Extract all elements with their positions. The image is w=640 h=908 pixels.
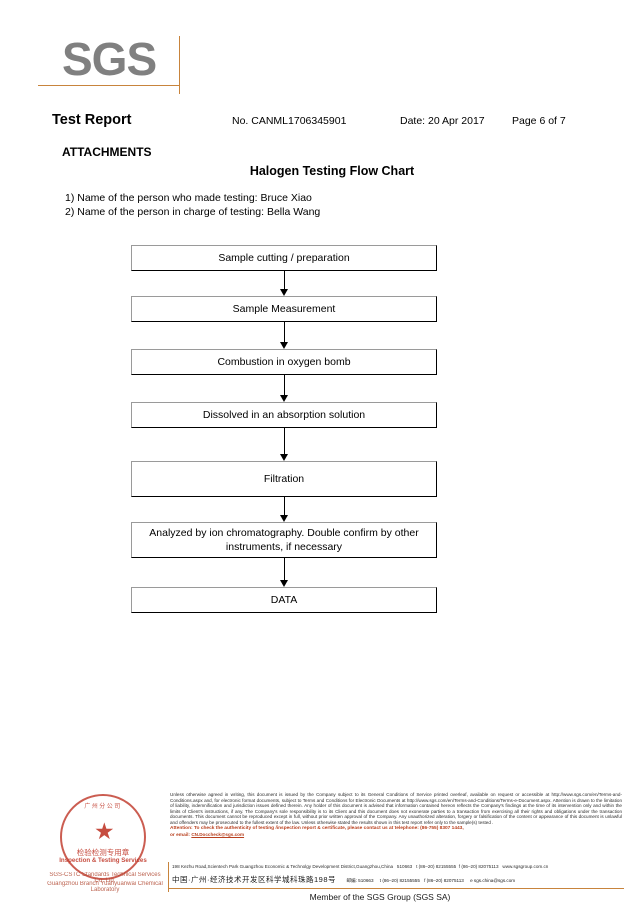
report-date: Date: 20 Apr 2017 <box>400 115 485 127</box>
stamp-circle-icon <box>60 794 146 880</box>
flow-node-label: Combustion in oxygen bomb <box>217 356 351 368</box>
address-english: 198 Kezhu Road,Scientech Park Guangzhou … <box>172 864 394 869</box>
flow-chart-notes: 1) Name of the person who made testing: … <box>65 191 320 219</box>
fax-chinese: f (86–20) 82075113 <box>424 878 464 883</box>
arrow-down-icon <box>279 322 289 349</box>
website-link[interactable]: www.sgsgroup.com.cn <box>502 864 549 869</box>
flow-connector-3 <box>131 375 437 402</box>
flow-connector-1 <box>131 271 437 296</box>
flow-connector-2 <box>131 322 437 349</box>
postcode-chinese: 邮编: 510663 <box>346 878 374 883</box>
address-english-row: 198 Kezhu Road,Scientech Park Guangzhou … <box>172 864 624 869</box>
address-chinese-row: 中国·广州·经济技术开发区科学城科珠路198号 邮编: 510663 t (86… <box>172 874 624 885</box>
flow-node-label: Sample Measurement <box>232 303 336 315</box>
postcode-english: 510663 <box>396 864 413 869</box>
arrow-down-icon <box>279 558 289 587</box>
flow-connector-6 <box>131 558 437 587</box>
email-chinese-link[interactable]: e sgs.china@sgs.com <box>470 878 516 883</box>
stamp-arc-text: 广州分公司 <box>84 804 122 810</box>
note-line-1: 1) Name of the person who made testing: … <box>65 192 312 204</box>
star-icon: ★ <box>94 818 115 844</box>
doccheck-email-link[interactable]: CN.Doccheck@sgs.com <box>191 831 245 837</box>
arrow-down-icon <box>279 428 289 461</box>
legal-disclaimer: Unless otherwise agreed in writing, this… <box>170 792 622 838</box>
stamp-branch-line: Guangzhou Branch Yuanyuanwai Chemical La… <box>47 881 163 893</box>
flow-node-label: Dissolved in an absorption solution <box>202 409 366 421</box>
report-number: No. CANML1706345901 <box>232 115 347 127</box>
arrow-down-icon <box>279 271 289 296</box>
telephone-english: t (86–20) 82155555 <box>416 864 457 869</box>
section-heading-attachments: ATTACHMENTS <box>62 145 152 159</box>
arrow-down-icon <box>279 375 289 402</box>
logo-accent-vertical-line <box>179 36 180 94</box>
flow-node-3: Combustion in oxygen bomb <box>131 349 437 375</box>
flow-chart-title: Halogen Testing Flow Chart <box>249 164 415 178</box>
sgs-group-membership: Member of the SGS Group (SGS SA) <box>309 892 451 902</box>
logo-accent-horizontal-line <box>38 85 180 86</box>
fax-english: f (86–20) 82075113 <box>458 864 499 869</box>
flow-node-4: Dissolved in an absorption solution <box>131 402 437 428</box>
flow-connector-5 <box>131 497 437 522</box>
logo-area: SGS <box>0 0 640 100</box>
attention-notice: Attention: To check the authenticity of … <box>170 826 464 832</box>
flow-node-label: Analyzed by ion chromatography. Double c… <box>149 527 419 553</box>
stamp-chinese-text: 检验检测专用章 <box>76 848 130 857</box>
flow-node-label: Filtration <box>263 473 305 485</box>
flow-node-label: Sample cutting / preparation <box>218 252 350 264</box>
footer-accent-rule <box>168 888 624 889</box>
note-line-2: 2) Name of the person in charge of testi… <box>65 206 321 218</box>
stamp-english-text: Inspection & Testing Services <box>59 857 147 864</box>
flow-node-7: DATA <box>131 587 437 613</box>
legal-paragraph: Unless otherwise agreed in writing, this… <box>170 792 622 825</box>
flow-node-6: Analyzed by ion chromatography. Double c… <box>131 522 437 558</box>
page-indicator: Page 6 of 7 <box>512 115 566 127</box>
flow-node-1: Sample cutting / preparation <box>131 245 437 271</box>
page-title: Test Report <box>52 112 132 128</box>
arrow-down-icon <box>279 497 289 522</box>
flow-chart: Sample cutting / preparation Sample Meas… <box>131 245 437 613</box>
address-chinese: 中国·广州·经济技术开发区科学城科珠路198号 <box>172 875 337 884</box>
telephone-chinese: t (86–20) 82155555 <box>379 878 420 883</box>
report-header: Test Report No. CANML1706345901 Date: 20… <box>0 112 640 136</box>
flow-node-2: Sample Measurement <box>131 296 437 322</box>
company-stamp: 广州分公司 ★ 检验检测专用章 Inspection & Testing Ser… <box>44 792 166 893</box>
flow-connector-4 <box>131 428 437 461</box>
flow-node-5: Filtration <box>131 461 437 497</box>
sgs-logo: SGS <box>62 33 157 85</box>
footer-vertical-divider <box>168 862 169 892</box>
flow-node-label: DATA <box>270 594 298 606</box>
email-prefix: or email: <box>170 832 192 838</box>
stamp-company-line: SGS-CSTC Standards Technical Services Co… <box>49 872 161 884</box>
